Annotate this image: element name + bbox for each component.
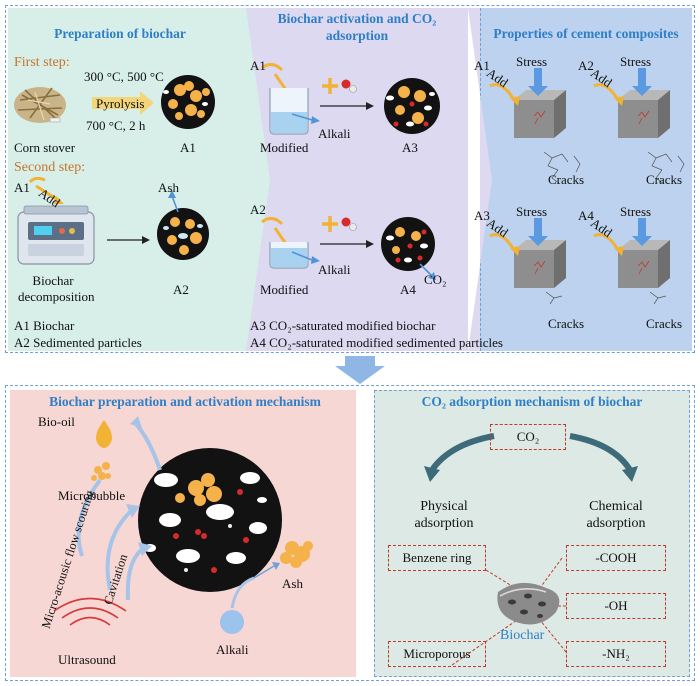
second-a1-tag: A1 [14, 180, 30, 195]
properties-panel [480, 8, 692, 351]
temp2-label: 700 °C, 2 h [86, 118, 146, 133]
ultrasound-waves-icon [53, 597, 127, 626]
prop-stress-4: Stress [620, 204, 652, 219]
biochar-label: Biochar [500, 628, 545, 643]
cement-cube-4 [593, 218, 670, 305]
co2-box: CO₂ [490, 424, 566, 450]
microbubble-label: Microbubble [58, 488, 126, 503]
microporous-box: Microporous [388, 641, 486, 667]
prop-cracks-4: Cracks [646, 316, 683, 331]
a1-label: A1 [180, 140, 196, 155]
physical-label: Physical adsorption [414, 499, 474, 531]
prop-stress-2: Stress [620, 54, 652, 69]
prep-panel [8, 8, 246, 351]
prop-tag-2: A2 [578, 58, 594, 73]
act-a1-tag: A1 [250, 58, 266, 73]
activation-panel [246, 8, 468, 351]
nh2-box: -NH₂ [566, 641, 666, 667]
activation-title: Biochar activation and CO₂ adsorption [277, 11, 437, 43]
physical-curve-arrow [429, 433, 495, 472]
biochar-cross-section [138, 448, 282, 592]
a4-label: A4 [400, 282, 416, 297]
prop-cracks-2: Cracks [646, 172, 683, 187]
prop-tag-3: A3 [474, 208, 490, 223]
co2-release-label: CO₂ [424, 272, 447, 287]
prop-stress-3: Stress [516, 204, 548, 219]
prop-stress-1: Stress [516, 54, 548, 69]
chemical-curve-arrow [569, 433, 633, 472]
properties-title: Properties of cement composites [493, 26, 679, 41]
first-step-label: First step: [14, 55, 70, 70]
legend-a3: A3 CO₂-saturated modified biochar [250, 318, 436, 333]
beaker-1-icon [261, 63, 320, 135]
top-frame [5, 5, 695, 353]
biochar-a2-particle [157, 190, 209, 260]
cooh-box: -COOH [566, 545, 666, 571]
cement-cube-3 [489, 218, 566, 305]
legend-a2: A2 Sedimented particles [14, 335, 142, 350]
biochar-decomp-label: Biochar decomposition [18, 273, 95, 304]
modified-1-label: Modified [260, 140, 309, 155]
prep-title: Preparation of biochar [54, 26, 186, 41]
oh-box: -OH [566, 593, 666, 619]
second-step-label: Second step: [14, 160, 86, 175]
prop-tag-4: A4 [578, 208, 594, 223]
ultrasound-label: Ultrasound [58, 652, 116, 667]
porous-biochar-icon [497, 582, 560, 625]
modified-2-label: Modified [260, 282, 309, 297]
pyrolysis-arrow [92, 91, 154, 115]
alkali-label: Alkali [216, 642, 249, 657]
cement-cube-1 [489, 68, 581, 185]
biochar-a1-particle [161, 75, 215, 129]
benzene-box: Benzene ring [388, 545, 486, 571]
ultrasonic-bath-image [17, 176, 95, 265]
prop-tag-1: A1 [474, 58, 490, 73]
corn-stover-label: Corn stover [14, 140, 76, 155]
biochar-a3-particle [384, 78, 440, 134]
biochar-a4-particle [381, 217, 436, 280]
pyrolysis-label: Pyrolysis [96, 96, 145, 111]
a2-label: A2 [173, 282, 189, 297]
corn-stover-image [14, 87, 66, 123]
act-a2-tag: A2 [250, 202, 266, 217]
ash-mech-label: Ash [282, 576, 303, 591]
a3-label: A3 [402, 140, 418, 155]
bio-oil-drop-icon [96, 416, 162, 471]
ash-label: Ash [158, 180, 179, 195]
adsorption-title: CO₂ adsorption mechanism of biochar [421, 394, 643, 409]
plus-co2-2-icon [320, 216, 374, 248]
temps-label: 300 °C, 500 °C [84, 69, 164, 84]
down-arrow [335, 356, 385, 384]
alkali-sphere-icon [220, 562, 280, 634]
legend-a1: A1 Biochar [14, 318, 75, 333]
microbubble-icon [91, 462, 111, 481]
ash-cluster-icon [280, 541, 313, 568]
plus-co2-1-icon [320, 78, 374, 110]
chevron-activation [468, 8, 492, 351]
alkali-1-label: Alkali [318, 126, 351, 141]
alkali-2-label: Alkali [318, 262, 351, 277]
beaker-2-icon [261, 217, 320, 269]
chevron-prep [246, 8, 270, 351]
chemical-label: Chemical adsorption [586, 499, 646, 531]
mechanism-title: Biochar preparation and activation mecha… [49, 394, 321, 409]
legend-a4: A4 CO₂-saturated modified sedimented par… [250, 335, 503, 350]
flow-arrow [76, 478, 102, 557]
adsorption-panel [374, 390, 690, 677]
prop-cracks-1: Cracks [548, 172, 585, 187]
bio-oil-label: Bio-oil [38, 414, 75, 429]
bottom-frame [5, 385, 695, 681]
prop-cracks-3: Cracks [548, 316, 585, 331]
cement-cube-2 [593, 68, 685, 185]
cavitation-arrow-1 [105, 508, 134, 591]
